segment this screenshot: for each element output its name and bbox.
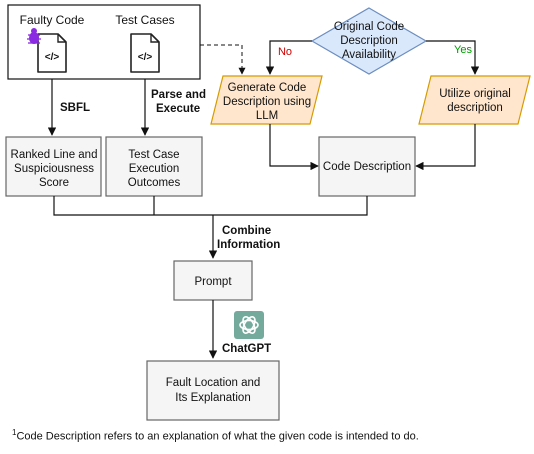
chatgpt-label: ChatGPT [222, 343, 271, 355]
generate-label-1: Generate Code [228, 82, 307, 94]
svg-text:</>: </> [138, 52, 153, 63]
decision-label-3: Availability [342, 49, 396, 61]
test-cases-label: Test Cases [115, 13, 174, 27]
code-file-icon: </> [37, 33, 67, 73]
fault-label-1: Fault Location and [166, 377, 261, 389]
utilize-to-description-edge [415, 124, 476, 171]
ranked-label-2: Suspiciousness [14, 163, 94, 175]
generate-description-node [210, 75, 323, 125]
utilize-label-1: Utilize original [439, 88, 511, 100]
ranked-line-node [5, 136, 102, 197]
parse-label-1: Parse and [151, 89, 206, 101]
dashed-connector [200, 44, 246, 75]
combine-label-1: Combine [222, 225, 271, 237]
test-outcomes-node [105, 136, 203, 197]
decision-label-1: Original Code [334, 21, 404, 33]
yes-edge [426, 40, 480, 75]
yes-label: Yes [454, 44, 472, 56]
combine-edge [53, 196, 368, 216]
chatgpt-logo-icon [234, 311, 264, 339]
outcomes-label-1: Test Case [128, 149, 179, 161]
outcomes-label-3: Outcomes [128, 177, 181, 189]
no-label: No [278, 46, 292, 58]
sbfl-label: SBFL [60, 102, 90, 114]
no-edge [265, 40, 312, 75]
fault-label-2: Its Explanation [175, 392, 250, 404]
bug-icon [27, 28, 41, 44]
footnote: 1Code Description refers to an explanati… [12, 428, 419, 443]
code-file-icon: </> [130, 33, 160, 73]
code-description-label: Code Description [323, 161, 411, 173]
utilize-description-node [418, 75, 531, 125]
footnote-marker: 1 [12, 428, 17, 437]
combine-label-2: Information [217, 239, 280, 251]
faulty-code-label: Faulty Code [20, 13, 85, 27]
decision-availability [310, 7, 428, 75]
prompt-label: Prompt [194, 276, 232, 288]
footnote-text: Code Description refers to an explanatio… [16, 430, 419, 443]
decision-label-2: Description [340, 35, 398, 47]
generate-to-description-edge [269, 124, 319, 171]
prompt-node [173, 260, 253, 301]
utilize-label-2: description [447, 102, 503, 114]
ranked-label-3: Score [39, 177, 69, 189]
parse-label-2: Execute [156, 103, 200, 115]
ranked-label-1: Ranked Line and [11, 149, 98, 161]
generate-label-2: Description using [223, 96, 311, 108]
outcomes-label-2: Execution [129, 163, 180, 175]
svg-text:</>: </> [45, 52, 60, 63]
fault-location-node [146, 360, 280, 421]
generate-label-3: LLM [256, 110, 278, 122]
code-description-node [318, 136, 416, 197]
